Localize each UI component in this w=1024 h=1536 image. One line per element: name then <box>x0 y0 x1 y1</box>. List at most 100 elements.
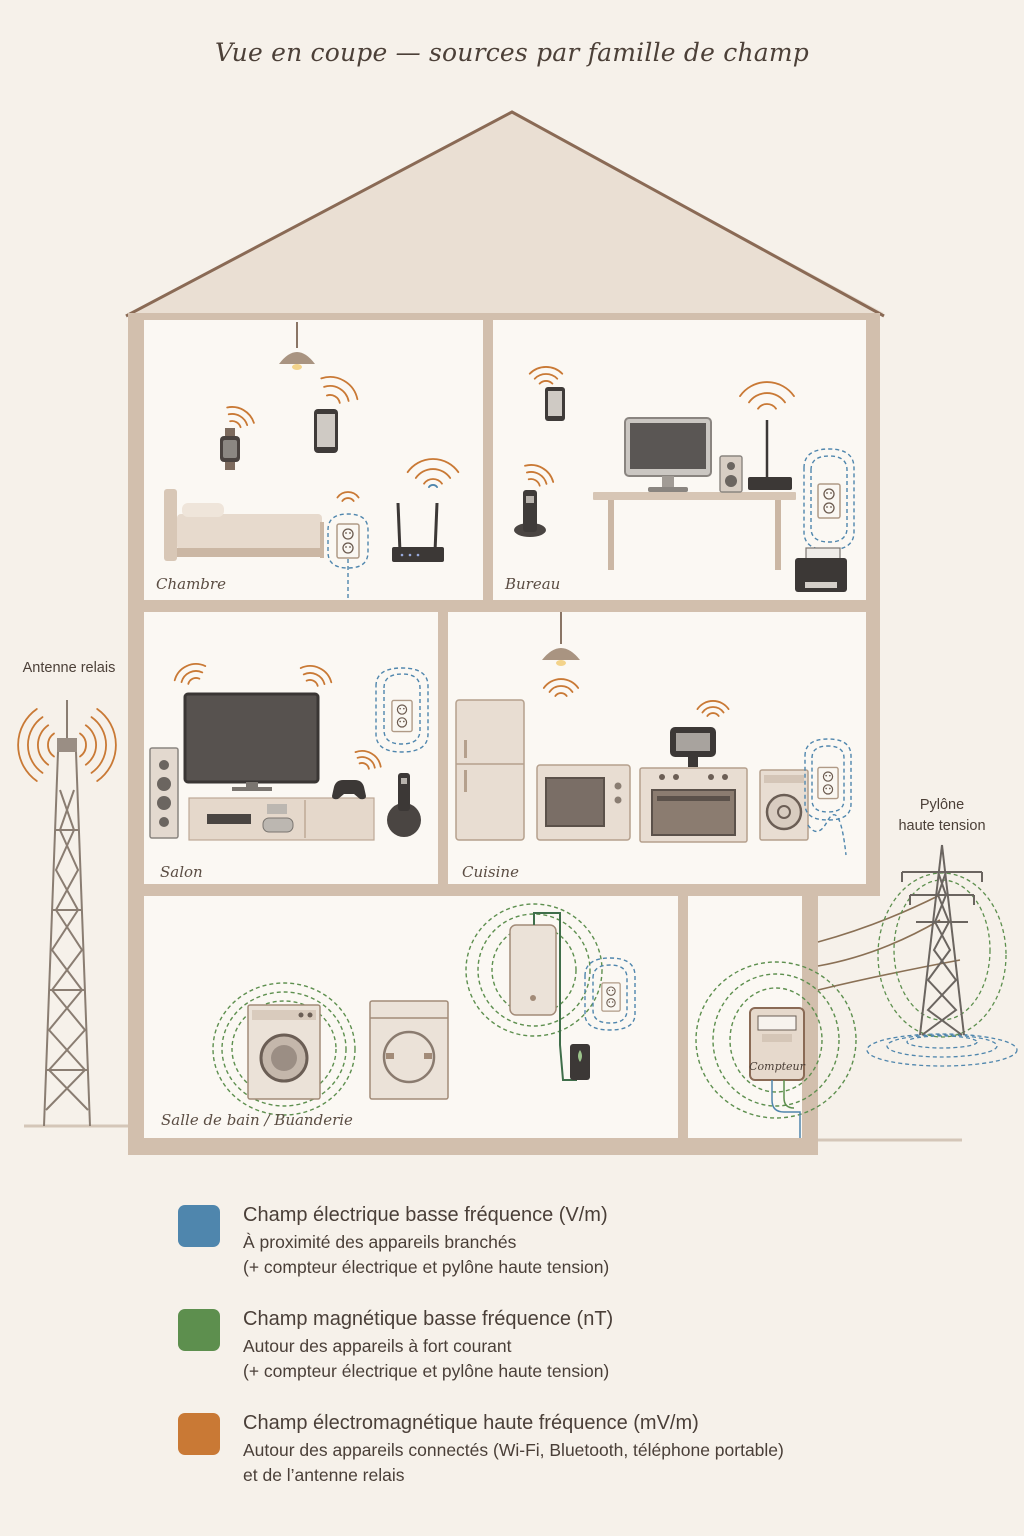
legend-title-hf: Champ électromagnétique haute fréquence … <box>243 1412 699 1434</box>
high-voltage-pylon <box>901 844 983 1036</box>
hf-arcs-router-chambre-arc <box>423 478 443 485</box>
legend-swatch-magnetic <box>178 1309 220 1351</box>
hf-arcs-antenna-left-arc <box>37 724 50 766</box>
bed <box>164 489 324 561</box>
refrigerator <box>455 699 525 841</box>
magnetic-field-pylon <box>877 872 1007 1038</box>
pendant-lamp-cuisine <box>542 612 580 666</box>
hf-arcs-display <box>696 700 730 717</box>
hf-arcs-router-chambre <box>406 458 460 485</box>
hf-arcs-tv-right-arc <box>305 679 319 687</box>
hf-arcs-display-arc <box>696 700 730 710</box>
room-label-bureau: Bureau <box>505 575 561 593</box>
hf-arcs-cordless <box>524 464 555 487</box>
legend-item-magnetic: Champ magnétique basse fréquence (nT) Au… <box>178 1304 998 1408</box>
hf-arcs-phone-bureau-arc <box>533 373 559 380</box>
tv-cabinet <box>188 797 375 841</box>
hf-arcs-lamp-cuisine-arc <box>554 692 568 697</box>
hf-arcs-antenna-left <box>17 708 55 782</box>
hf-arcs-antenna-left-arc <box>27 716 44 774</box>
heater-cable <box>533 912 577 1081</box>
hf-arcs-controller-arc <box>358 762 370 770</box>
hf-arcs-display-arc <box>701 706 725 714</box>
hf-arcs-cordless-arc <box>526 471 548 485</box>
wifi-dot-chambre <box>428 484 438 488</box>
legend-desc-hf: Autour des appareils connectés (Wi-Fi, B… <box>243 1440 784 1460</box>
wifi-dot-chambre-arc <box>428 484 438 488</box>
wifi-router-chambre <box>392 502 444 562</box>
hf-arcs-tv-right-arc <box>299 665 333 684</box>
hf-arcs-lamp-cuisine-arc <box>548 685 574 693</box>
relay-antenna-tower <box>43 700 91 1127</box>
hf-arcs-phone-arc <box>320 376 359 401</box>
hf-arcs-router-bureau-arc <box>739 381 795 397</box>
pylon-label: Pylône haute tension <box>880 795 1004 837</box>
hf-arcs-antenna-right-arc <box>96 708 117 782</box>
wall-outlet-buanderie <box>584 957 636 1031</box>
electric-field-pylon <box>866 1033 1018 1067</box>
room-label-salon: Salon <box>160 863 203 881</box>
hf-arcs-antenna-right-arc <box>90 716 107 774</box>
legend-note-hf: et de l’antenne relais <box>243 1465 405 1485</box>
smart-speaker-icon <box>387 773 421 837</box>
hf-arcs-outlet-chambre-arc <box>341 497 355 502</box>
hf-arcs-controller-arc <box>356 756 376 769</box>
hf-arcs-controller <box>354 750 382 770</box>
smart-display-icon <box>670 727 716 767</box>
legend-title-electric: Champ électrique basse fréquence (V/m) <box>243 1204 608 1226</box>
hf-arcs-outlet-chambre <box>336 491 360 502</box>
electric-meter: Compteur <box>749 1007 806 1138</box>
cooker-oven <box>639 767 748 843</box>
hf-arcs-cordless-arc <box>527 478 541 487</box>
hf-field-arcs <box>17 366 795 782</box>
smartphone-icon <box>314 409 338 453</box>
speaker-bureau <box>719 455 743 493</box>
desktop-monitor-icon <box>624 417 712 492</box>
room-label-chambre: Chambre <box>156 575 226 593</box>
tall-speaker-salon <box>149 747 179 839</box>
television-icon <box>183 692 320 791</box>
hf-arcs-watch-arc <box>229 420 242 429</box>
hf-arcs-phone-arc <box>323 385 350 402</box>
hf-arcs-antenna-left-arc <box>47 732 55 758</box>
legend-item-hf: Champ électromagnétique haute fréquence … <box>178 1408 998 1512</box>
hf-arcs-phone-bureau-arc <box>538 380 554 385</box>
hf-arcs-router-chambre-arc <box>406 458 460 474</box>
hf-arcs-watch-arc <box>227 413 249 426</box>
smartwatch-icon <box>220 428 240 470</box>
room-label-cuisine: Cuisine <box>462 863 519 881</box>
water-heater <box>509 924 557 1016</box>
legend-swatch-hf <box>178 1413 220 1455</box>
wall-outlet-chambre <box>327 513 369 600</box>
hf-arcs-antenna-right <box>79 708 117 782</box>
pendant-lamp-chambre <box>279 322 315 370</box>
hf-arcs-lamp-cuisine-arc <box>542 678 580 689</box>
meter-label: Compteur <box>749 1060 806 1073</box>
diagram-title: Vue en coupe — sources par famille de ch… <box>215 38 809 67</box>
hf-arcs-tv-left-arc <box>173 663 207 682</box>
legend-item-electric: Champ électrique basse fréquence (V/m) À… <box>178 1200 998 1304</box>
legend-note-magnetic: (+ compteur électrique et pylône haute t… <box>243 1361 610 1381</box>
legend-title-magnetic: Champ magnétique basse fréquence (nT) <box>243 1308 614 1330</box>
hf-arcs-router-bureau-arc <box>748 392 786 404</box>
hf-arcs-tv-left-arc <box>180 670 204 683</box>
hf-arcs-tv-left <box>173 663 207 685</box>
hf-arcs-antenna-right-arc <box>79 732 87 758</box>
legend-desc-electric: À proximité des appareils branchés <box>243 1232 517 1252</box>
washing-machine <box>247 1004 321 1100</box>
cordless-phone-icon <box>514 490 546 537</box>
hf-arcs-cordless-arc <box>524 464 555 483</box>
hf-arcs-router-bureau-arc <box>757 403 777 410</box>
wall-outlet-cuisine <box>804 738 852 856</box>
hf-arcs-outlet-chambre-arc <box>336 491 360 499</box>
wall-outlet-salon <box>375 667 429 753</box>
house-walls <box>128 313 880 1155</box>
hf-arcs-watch <box>226 406 255 429</box>
hf-arcs-phone <box>320 376 359 404</box>
smartphone-bureau-icon <box>545 387 565 421</box>
legend-swatch-electric <box>178 1205 220 1247</box>
hf-arcs-tv-left-arc <box>187 677 201 685</box>
hf-arcs-phone-arc <box>326 394 341 404</box>
hf-arcs-router-chambre-arc <box>414 468 452 479</box>
